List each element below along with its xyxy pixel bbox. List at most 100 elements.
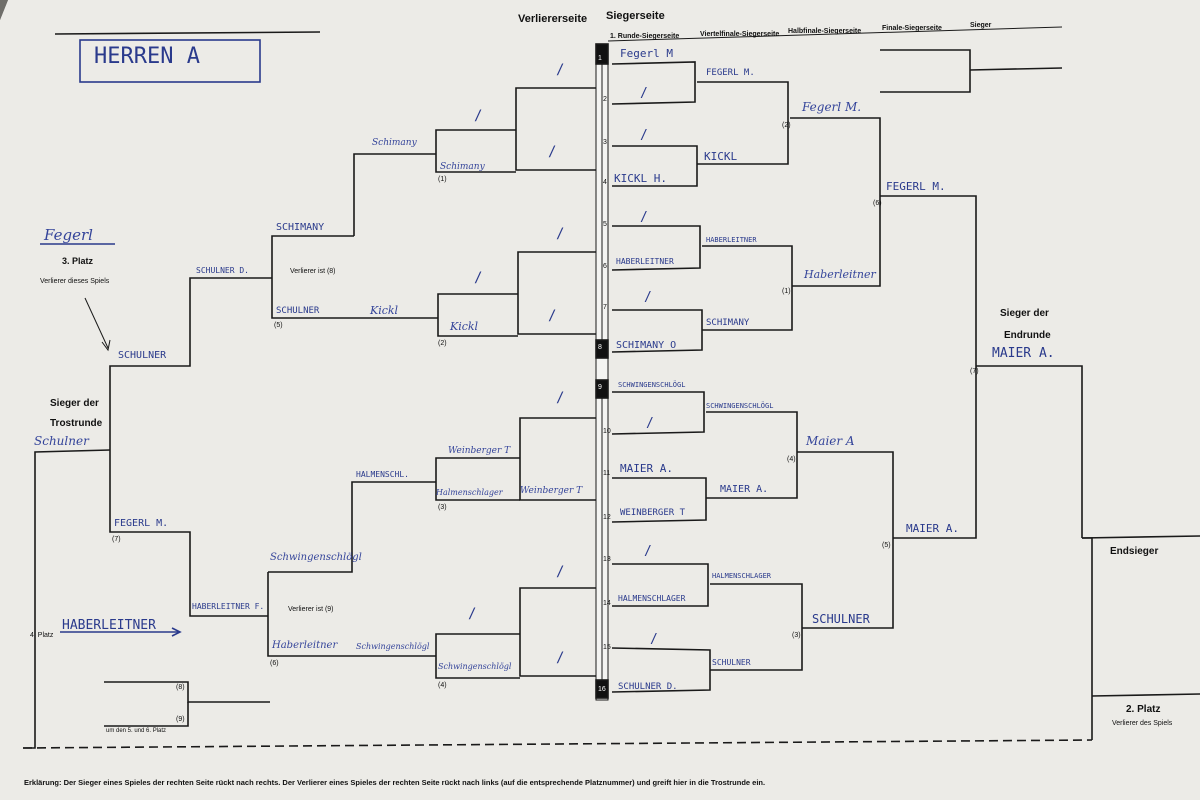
qf-name: KICKL: [704, 150, 738, 163]
slot-number: 14: [603, 600, 611, 607]
slot-number: 4: [603, 179, 607, 186]
slot-name: /: [650, 632, 658, 647]
loser-name: HABERLEITNER F.: [192, 602, 265, 611]
third-place-name: Fegerl: [44, 226, 93, 244]
endsieger-label: Endsieger: [1110, 546, 1159, 557]
slot-number: 8: [598, 344, 602, 351]
slot-number: 9: [598, 384, 602, 391]
slot-name: SCHWINGENSCHLÖGL: [618, 381, 686, 389]
loser-slash: /: [556, 650, 565, 666]
match-number: (3): [438, 504, 447, 511]
slot-name: SCHIMANY O: [616, 340, 677, 351]
loser-slash: /: [548, 308, 557, 324]
col-header-2: Viertelfinale-Siegerseite: [700, 31, 780, 38]
slot-number: 7: [603, 304, 607, 311]
loser-name: Schwingenschlögl: [356, 642, 430, 651]
match-number: (8): [176, 684, 185, 691]
match-number: (5): [274, 322, 283, 329]
match-number: (5): [882, 542, 891, 549]
loser-name: Haberleitner: [272, 640, 338, 651]
loser-name: HALMENSCHL.: [356, 470, 409, 479]
trost-label: Trostrunde: [50, 418, 103, 429]
loser-slash: /: [556, 226, 565, 242]
match-number: (7): [970, 368, 979, 375]
slot-number: 5: [603, 221, 607, 228]
match-number: (4): [787, 456, 796, 463]
loser-name: FEGERL M.: [114, 518, 169, 529]
slot-name: /: [640, 128, 648, 143]
loser-is-note: Verlierer ist (9): [288, 606, 334, 613]
qf-name: HALMENSCHLAGER: [712, 572, 772, 580]
loser-is-note: Verlierer ist (8): [290, 268, 336, 275]
match-number: (6): [270, 660, 279, 667]
trost-name: Schulner: [34, 434, 89, 448]
slot-name: HABERLEITNER: [616, 257, 674, 266]
fifth-place-note: um den 5. und 6. Platz: [106, 728, 167, 734]
winner-side-header: Siegerseite: [606, 10, 665, 22]
match-number: (6): [873, 200, 882, 207]
fourth-place-name: HABERLEITNER: [62, 618, 156, 633]
sieger-endrunde-label: Endrunde: [1004, 330, 1051, 341]
second-place-sub: Verlierer des Spiels: [1112, 720, 1173, 727]
match-number: (2): [438, 340, 447, 347]
loser-name: Weinberger T: [448, 446, 511, 456]
qf-name: MAIER A.: [720, 484, 769, 495]
col-header-3: Halbfinale-Siegerseite: [788, 28, 862, 35]
slot-number: 2: [603, 96, 607, 103]
slot-number: 16: [598, 686, 606, 693]
col-header-4: Finale-Siegerseite: [882, 25, 942, 32]
slot-number: 3: [603, 139, 607, 146]
col-header-5: Sieger: [970, 22, 992, 29]
slot-name: /: [646, 416, 654, 431]
third-place-label: 3. Platz: [62, 256, 94, 266]
sf-name: SCHULNER: [812, 612, 870, 626]
slot-name: /: [644, 290, 652, 305]
loser-name: Schimany: [372, 138, 417, 148]
loser-slash: /: [468, 606, 477, 622]
loser-slash: /: [548, 144, 557, 160]
sf-name: Fegerl M.: [802, 100, 862, 114]
trost-label: Sieger der: [50, 398, 99, 409]
loser-side-header: Verliererseite: [518, 13, 588, 25]
slot-name: HALMENSCHLAGER: [618, 594, 686, 603]
match-number: (1): [782, 288, 791, 295]
loser-name: SCHULNER D.: [196, 266, 249, 275]
loser-name: Weinberger T: [520, 486, 583, 496]
slot-name: KICKL H.: [614, 172, 667, 185]
match-number: (7): [112, 536, 121, 543]
col-header-1: 1. Runde-Siegerseite: [610, 33, 680, 40]
loser-name: Halmenschlager: [436, 488, 503, 497]
match-number: (2): [782, 122, 791, 129]
slot-name: Fegerl M: [620, 47, 673, 60]
match-number: (9): [176, 716, 185, 723]
loser-name: Kickl: [450, 320, 479, 333]
second-place-label: 2. Platz: [1126, 704, 1161, 715]
slot-number: 10: [603, 428, 611, 435]
loser-name: SCHIMANY: [276, 222, 325, 233]
fourth-place-label: 4. Platz: [30, 632, 54, 639]
slot-name: SCHULNER D.: [618, 682, 678, 692]
match-number: (3): [792, 632, 801, 639]
slot-name: WEINBERGER T: [620, 508, 686, 518]
loser-name: Schwingenschlögl: [270, 552, 362, 563]
slot-number: 6: [603, 263, 607, 270]
slot-number: 12: [603, 514, 611, 521]
qf-name: SCHIMANY: [706, 318, 750, 328]
sf-name: Maier A: [806, 434, 855, 448]
slot-name: /: [640, 210, 648, 225]
loser-slash: /: [474, 270, 483, 286]
slot-number: 15: [603, 644, 611, 651]
loser-name: Schwingenschlögl: [438, 662, 512, 671]
loser-name: Schimany: [440, 162, 485, 172]
loser-slash: /: [556, 62, 565, 78]
loser-name: SCHULNER: [118, 350, 167, 361]
sieger-endrunde-label: Sieger der: [1000, 308, 1049, 319]
third-place-sub: Verlierer dieses Spiels: [40, 278, 110, 285]
qf-name: HABERLEITNER: [706, 236, 757, 244]
loser-slash: /: [474, 108, 483, 124]
loser-slash: /: [556, 564, 565, 580]
loser-name: Kickl: [370, 304, 399, 317]
qf-name: SCHWINGENSCHLÖGL: [706, 402, 774, 410]
